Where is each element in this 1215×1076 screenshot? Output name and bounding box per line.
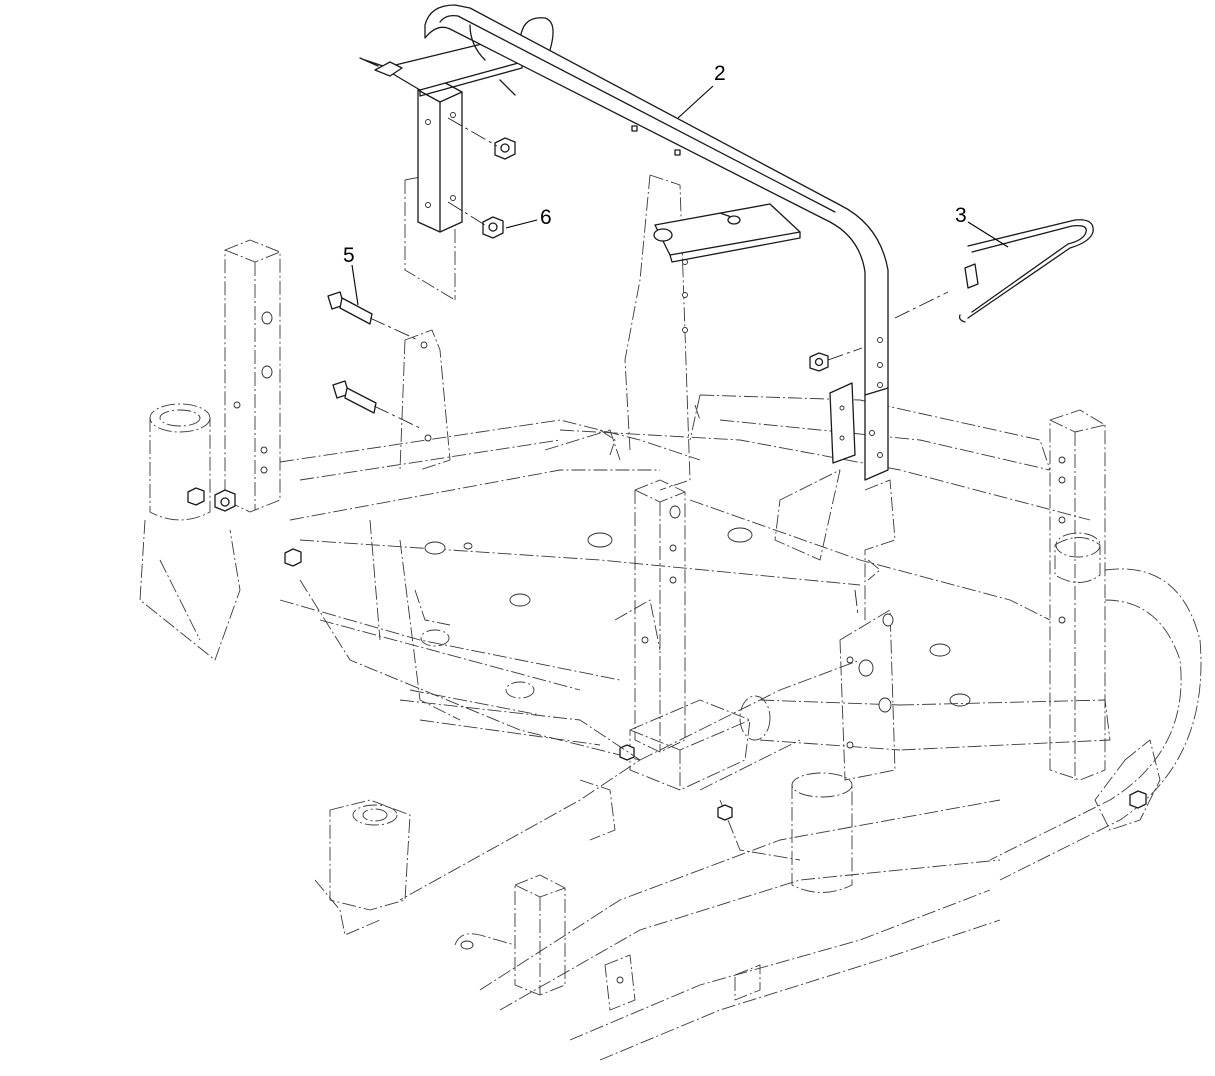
retaining-pin: [958, 219, 1094, 323]
roll-bar-upper: [359, 4, 889, 481]
callout-3-label: 3: [955, 204, 967, 227]
callout-6-label: 6: [540, 206, 552, 229]
mower-frame-phantom: [139, 239, 1202, 1061]
callout-5: 5: [343, 244, 359, 306]
callout-6: 6: [505, 206, 552, 229]
flange-nut-upper: [494, 137, 516, 160]
callout-5-label: 5: [343, 244, 355, 267]
callout-2-label: 2: [714, 62, 726, 85]
flange-nut-lower: [482, 216, 504, 239]
assembly-centerlines: [369, 117, 949, 616]
bolt-lower: [332, 380, 377, 414]
flange-nut-right: [809, 352, 829, 372]
right-mount-plate-phantom: [864, 479, 896, 620]
callout-3: 3: [955, 204, 1009, 248]
callout-2: 2: [677, 62, 726, 119]
bolt-upper: [327, 291, 373, 325]
center-mount-plate-phantom: [624, 174, 691, 491]
